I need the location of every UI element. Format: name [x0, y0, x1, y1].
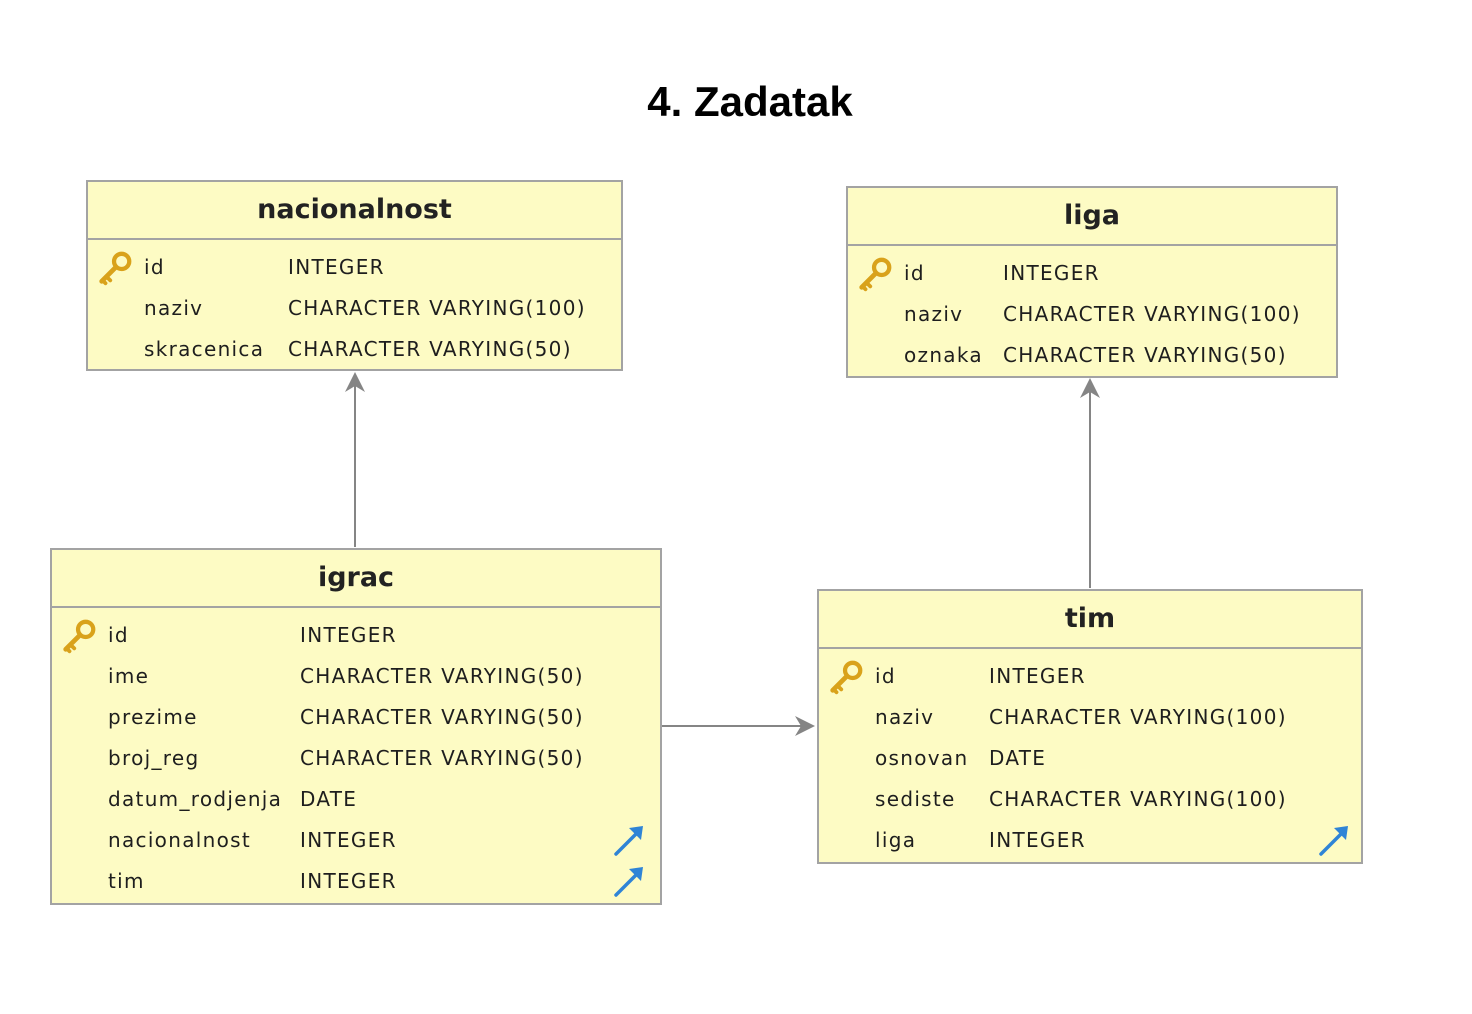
- column-name: id: [875, 664, 896, 688]
- column-row-osnovan: osnovan DATE: [819, 739, 1361, 779]
- column-type: INTEGER: [989, 828, 1086, 852]
- column-name: ime: [108, 664, 150, 688]
- column-type: INTEGER: [300, 869, 397, 893]
- foreign-key-arrow-icon: [614, 826, 643, 856]
- column-name: sediste: [875, 787, 956, 811]
- column-row-id: id INTEGER: [52, 616, 660, 656]
- column-type: DATE: [989, 746, 1047, 770]
- column-type: INTEGER: [1003, 261, 1100, 285]
- column-name: liga: [875, 828, 917, 852]
- column-type: CHARACTER VARYING(50): [1003, 343, 1287, 367]
- column-type: CHARACTER VARYING(100): [989, 787, 1287, 811]
- column-name: naziv: [904, 302, 964, 326]
- column-type: CHARACTER VARYING(100): [288, 296, 586, 320]
- column-name: naziv: [875, 705, 935, 729]
- entity-title: nacionalnost: [88, 182, 621, 240]
- column-name: skracenica: [144, 337, 265, 361]
- column-type: DATE: [300, 787, 358, 811]
- column-name: osnovan: [875, 746, 969, 770]
- foreign-key-arrow-icon: [1319, 826, 1348, 856]
- column-row-naziv: naziv CHARACTER VARYING(100): [819, 698, 1361, 738]
- column-name: id: [904, 261, 925, 285]
- column-type: CHARACTER VARYING(50): [300, 746, 584, 770]
- page-title: 4. Zadatak: [647, 78, 853, 125]
- column-row-ime: ime CHARACTER VARYING(50): [52, 657, 660, 697]
- entity-title: tim: [819, 591, 1361, 649]
- column-row-sediste: sediste CHARACTER VARYING(100): [819, 780, 1361, 820]
- column-type: CHARACTER VARYING(50): [288, 337, 572, 361]
- entity-title: igrac: [52, 550, 660, 608]
- column-row-tim: tim INTEGER: [52, 862, 660, 902]
- column-row-naziv: naziv CHARACTER VARYING(100): [88, 289, 621, 329]
- column-name: oznaka: [904, 343, 983, 367]
- column-name: tim: [108, 869, 145, 893]
- column-type: INTEGER: [989, 664, 1086, 688]
- column-name: id: [108, 623, 129, 647]
- column-row-nacionalnost: nacionalnost INTEGER: [52, 821, 660, 861]
- column-row-skracenica: skracenica CHARACTER VARYING(50): [88, 330, 621, 370]
- entity-liga[interactable]: liga id INTEGER naziv CHARACTER VARYING(100…: [846, 186, 1338, 378]
- entity-title: liga: [848, 188, 1336, 246]
- column-row-id: id INTEGER: [819, 657, 1361, 697]
- column-row-prezime: prezime CHARACTER VARYING(50): [52, 698, 660, 738]
- column-name: datum_rodjenja: [108, 787, 283, 811]
- column-type: INTEGER: [288, 255, 385, 279]
- column-type: INTEGER: [300, 623, 397, 647]
- column-name: id: [144, 255, 165, 279]
- column-type: CHARACTER VARYING(50): [300, 705, 584, 729]
- primary-key-icon: [859, 257, 892, 292]
- column-type: CHARACTER VARYING(50): [300, 664, 584, 688]
- column-name: prezime: [108, 705, 198, 729]
- column-type: CHARACTER VARYING(100): [1003, 302, 1301, 326]
- column-row-datum_rodjenja: datum_rodjenja DATE: [52, 780, 660, 820]
- column-row-naziv: naziv CHARACTER VARYING(100): [848, 295, 1336, 335]
- column-name: nacionalnost: [108, 828, 251, 852]
- column-name: broj_reg: [108, 746, 200, 770]
- column-type: CHARACTER VARYING(100): [989, 705, 1287, 729]
- primary-key-icon: [99, 251, 132, 286]
- primary-key-icon: [63, 619, 96, 654]
- column-row-id: id INTEGER: [848, 254, 1336, 294]
- column-row-broj_reg: broj_reg CHARACTER VARYING(50): [52, 739, 660, 779]
- column-type: INTEGER: [300, 828, 397, 852]
- column-row-liga: liga INTEGER: [819, 821, 1361, 861]
- primary-key-icon: [830, 660, 863, 695]
- foreign-key-arrow-icon: [614, 867, 643, 897]
- column-row-oznaka: oznaka CHARACTER VARYING(50): [848, 336, 1336, 376]
- column-row-id: id INTEGER: [88, 248, 621, 288]
- column-name: naziv: [144, 296, 204, 320]
